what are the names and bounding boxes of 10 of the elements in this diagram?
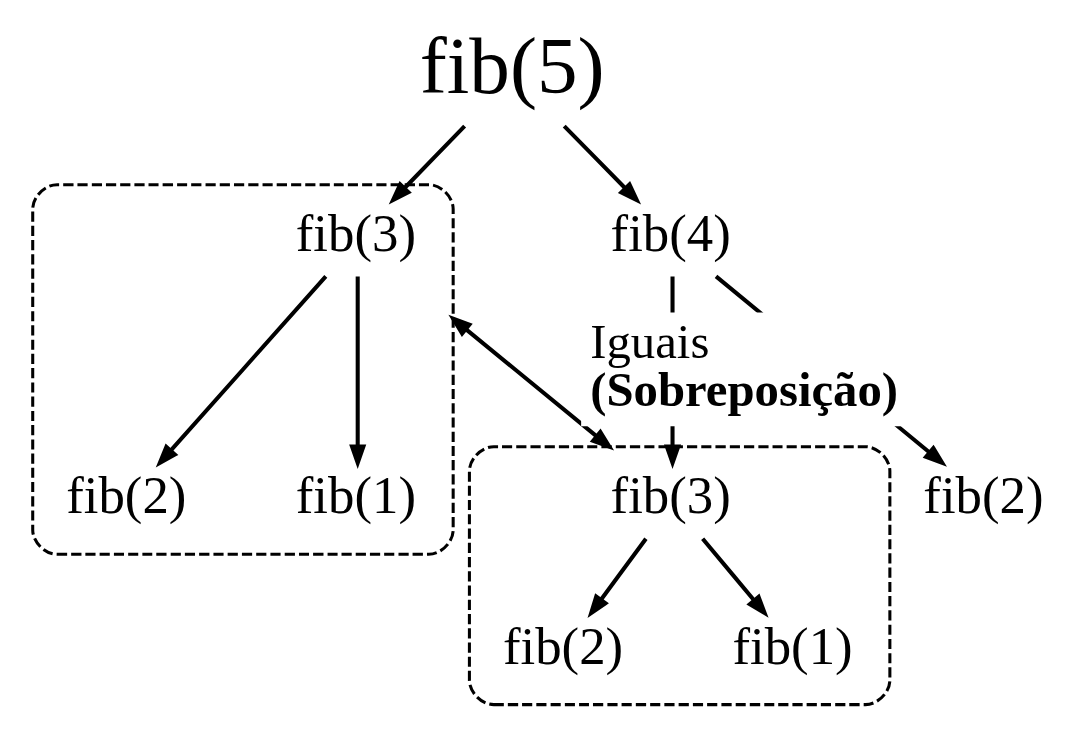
node-text: fib(3): [610, 465, 731, 524]
node-text: fib(3): [295, 203, 416, 262]
node-text: fib(5): [419, 20, 605, 111]
node-text: fib(2): [923, 465, 1044, 524]
node-text: fib(1): [295, 465, 416, 524]
node-text: fib(1): [732, 616, 853, 675]
node-text: fib(4): [610, 203, 731, 262]
node-text: fib(2): [502, 616, 624, 675]
node-text: fib(2): [66, 465, 187, 524]
edge-label: Iguais (Sobreposição): [590, 314, 899, 417]
